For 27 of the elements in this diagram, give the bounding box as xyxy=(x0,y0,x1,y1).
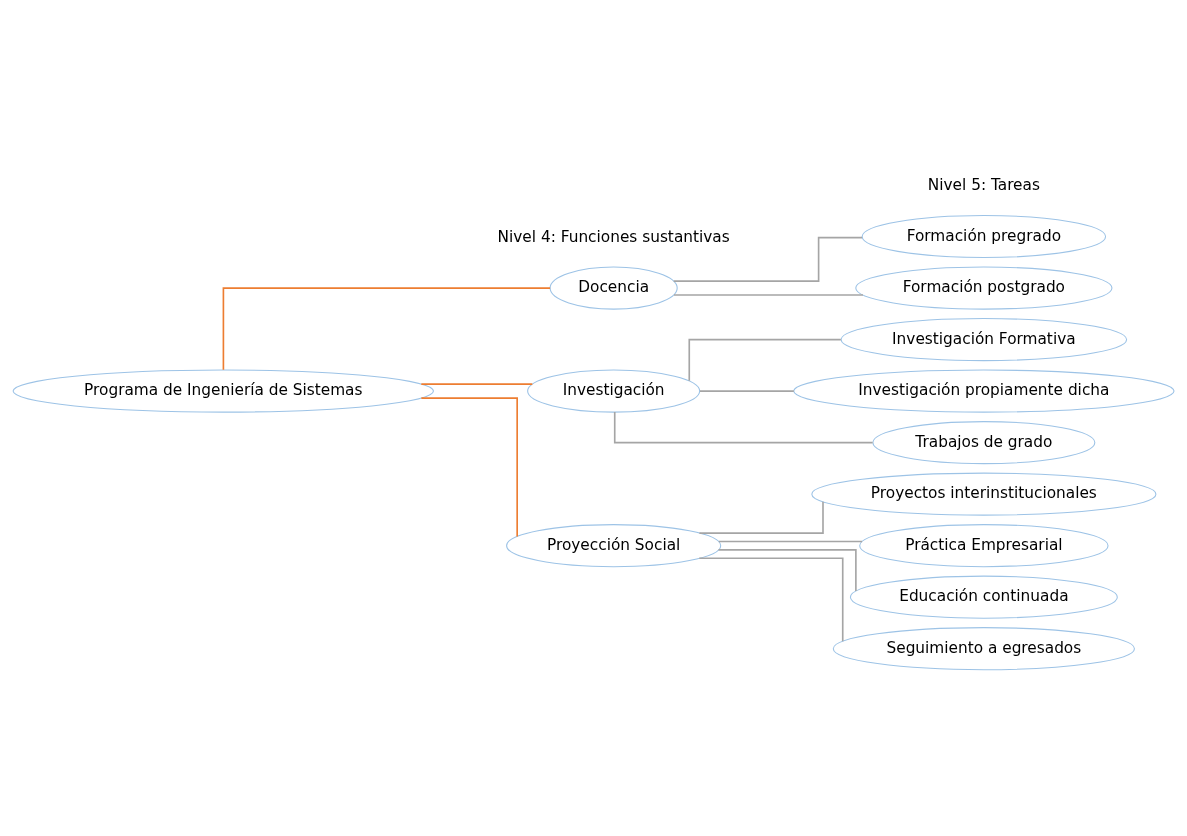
node-ellipse: Formación pregrado xyxy=(861,214,1107,259)
connector xyxy=(420,383,534,385)
connector xyxy=(717,549,857,592)
connector xyxy=(672,236,863,282)
connector xyxy=(222,287,551,371)
connector xyxy=(698,557,844,643)
label: Nivel 4: Funciones sustantivas xyxy=(497,227,730,246)
connector xyxy=(698,500,824,534)
connector xyxy=(699,390,795,392)
node-ellipse: Seguimiento a egresados xyxy=(832,627,1135,671)
node-ellipse: Proyección Social xyxy=(506,524,722,568)
node-ellipse: Programa de Ingeniería de Sistemas xyxy=(12,369,435,413)
node-ellipse: Práctica Empresarial xyxy=(859,524,1109,568)
node-ellipse: Trabajos de grado xyxy=(872,421,1096,465)
node-ellipse: Investigación Formativa xyxy=(840,318,1128,362)
node-ellipse: Investigación xyxy=(527,369,701,413)
node-ellipse: Educación continuada xyxy=(849,575,1118,619)
connector xyxy=(613,411,874,444)
node-ellipse: Formación postgrado xyxy=(855,266,1113,310)
node-ellipse: Investigación propiamente dicha xyxy=(793,369,1175,413)
label: Nivel 5: Tareas xyxy=(927,176,1040,195)
node-ellipse: Docencia xyxy=(549,266,678,310)
connector xyxy=(420,397,518,538)
connector xyxy=(673,294,864,296)
node-ellipse: Proyectos interinstitucionales xyxy=(811,472,1157,516)
connector xyxy=(717,540,863,543)
connector xyxy=(688,338,842,382)
